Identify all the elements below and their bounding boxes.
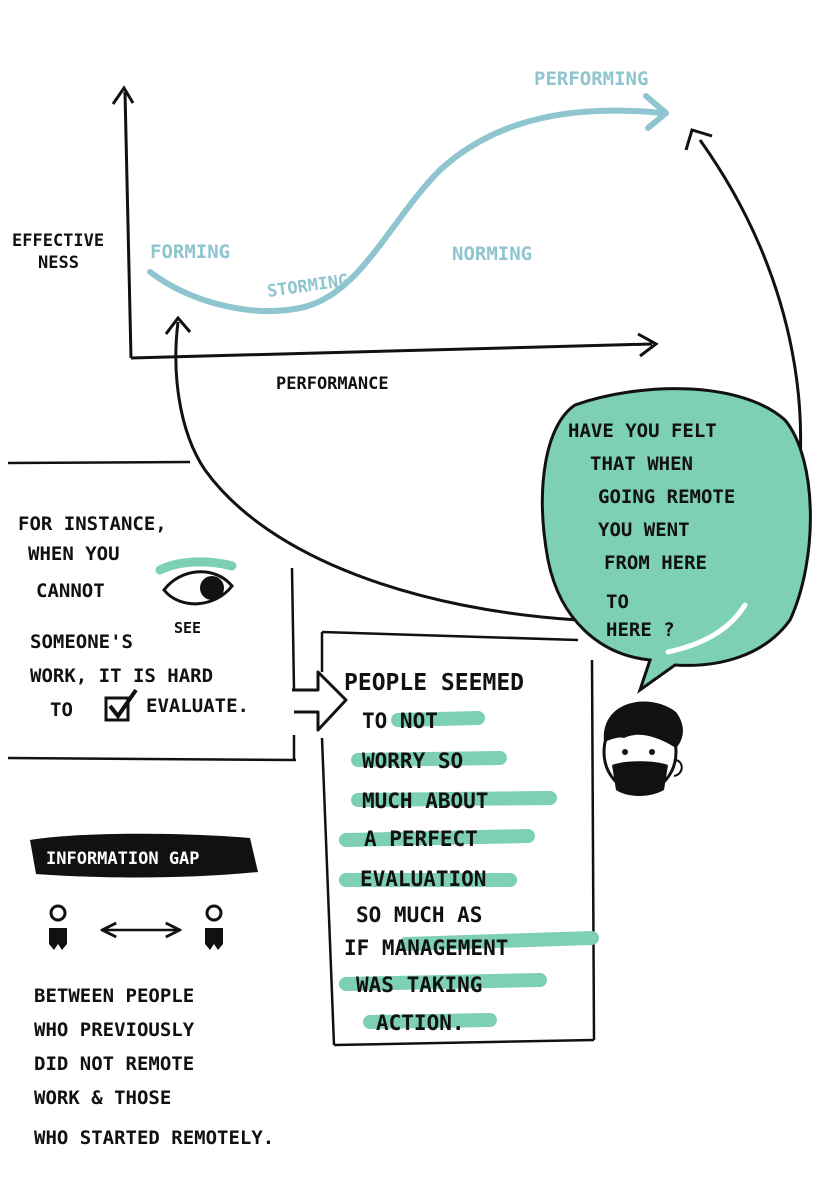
info-gap-line-2: WHO PREVIOUSLY <box>34 1019 195 1041</box>
instance-box-bottom-rule <box>7 756 297 762</box>
arrow-to-forming-head <box>164 315 192 335</box>
y-axis-arrowhead <box>111 85 135 105</box>
people-line-9: WAS TAKING <box>356 973 482 997</box>
people-box-right-rule <box>590 659 596 1041</box>
people-line-2: TO NOT <box>362 709 438 733</box>
stage-norming: NORMING <box>452 243 532 265</box>
instance-box-top-rule <box>7 460 191 465</box>
tuckman-chart: EFFECTIVE NESS PERFORMANCE FORMING STORM… <box>12 68 669 394</box>
y-axis-label-line1: EFFECTIVE <box>12 231 104 251</box>
stage-forming: FORMING <box>150 241 230 263</box>
s-curve-arrowhead <box>643 93 669 131</box>
stage-storming: STORMING <box>266 271 350 302</box>
y-axis <box>123 91 133 359</box>
people-line-6: EVALUATION <box>360 867 486 891</box>
x-axis <box>130 342 653 360</box>
stage-performing: PERFORMING <box>534 68 648 90</box>
eye-icon <box>162 570 234 606</box>
highlight-6 <box>399 931 599 951</box>
highlight-3 <box>351 791 557 807</box>
person-icon-right <box>205 904 223 950</box>
bubble-line-5: FROM HERE <box>604 552 707 574</box>
people-box-left-lower <box>320 737 336 1046</box>
people-box-top-rule <box>321 630 579 642</box>
bubble-shine <box>665 602 748 655</box>
arrow-to-forming <box>174 321 579 622</box>
instance-line-5: WORK, IT IS HARD <box>30 665 213 687</box>
speech-bubble-shape <box>540 387 812 694</box>
people-line-10: ACTION. <box>376 1011 465 1035</box>
highlight-4 <box>339 829 535 847</box>
info-gap-line-3: DID NOT REMOTE <box>34 1053 194 1075</box>
checkbox-icon <box>104 688 138 722</box>
arrow-to-performing-head <box>684 128 713 151</box>
highlight-1 <box>391 711 485 727</box>
people-line-8: IF MANAGEMENT <box>344 936 508 960</box>
highlight-7 <box>339 973 547 991</box>
people-line-5: A PERFECT <box>364 827 478 851</box>
info-gap-banner <box>30 833 258 878</box>
bubble-line-1: HAVE YOU FELT <box>568 420 717 442</box>
people-box-bottom-rule <box>333 1038 595 1047</box>
bubble-line-3: GOING REMOTE <box>598 486 735 508</box>
speech-bubble: HAVE YOU FELT THAT WHEN GOING REMOTE YOU… <box>540 387 812 694</box>
people-line-4: MUCH ABOUT <box>362 789 488 813</box>
info-gap-line-4: WORK & THOSE <box>34 1087 171 1109</box>
info-gap-title: INFORMATION GAP <box>46 849 200 869</box>
y-axis-label-line2: NESS <box>38 253 79 273</box>
see-label: SEE <box>174 619 201 637</box>
information-gap-section: INFORMATION GAP BETWEEN PEOPLE WHO PREVI… <box>30 833 274 1149</box>
people-line-3: WORRY SO <box>362 749 463 773</box>
info-gap-line-5: WHO STARTED REMOTELY. <box>34 1127 274 1149</box>
person-icon-left <box>49 904 67 950</box>
people-line-1: PEOPLE SEEMED <box>344 670 524 696</box>
highlight-8 <box>363 1013 497 1029</box>
highlight-2 <box>351 751 507 767</box>
people-line-7: SO MUCH AS <box>356 903 482 927</box>
x-axis-label: PERFORMANCE <box>276 374 389 394</box>
x-axis-arrowhead <box>637 332 659 358</box>
instance-line-2: WHEN YOU <box>28 543 120 565</box>
instance-line-6: TO <box>50 699 73 721</box>
people-box: PEOPLE SEEMED TO NOT WORRY SO MUCH ABOUT… <box>320 630 599 1047</box>
instance-box: FOR INSTANCE, WHEN YOU CANNOT SEE SOMEON… <box>7 460 297 762</box>
outline-arrow-right <box>292 670 348 732</box>
bubble-line-2: THAT WHEN <box>590 453 693 475</box>
masked-person-avatar <box>602 701 683 796</box>
bubble-line-4: YOU WENT <box>598 519 690 541</box>
instance-line-1: FOR INSTANCE, <box>18 513 167 535</box>
eye-highlight <box>155 557 237 575</box>
info-gap-line-1: BETWEEN PEOPLE <box>34 985 194 1007</box>
s-curve <box>147 107 665 314</box>
bubble-line-7: HERE ? <box>606 619 675 641</box>
instance-line-3: CANNOT <box>36 580 105 602</box>
instance-box-right-rule <box>290 567 296 691</box>
bubble-line-6: TO <box>606 591 629 613</box>
instance-line-4: SOMEONE'S <box>30 631 133 653</box>
instance-line-7: EVALUATE. <box>146 695 249 717</box>
